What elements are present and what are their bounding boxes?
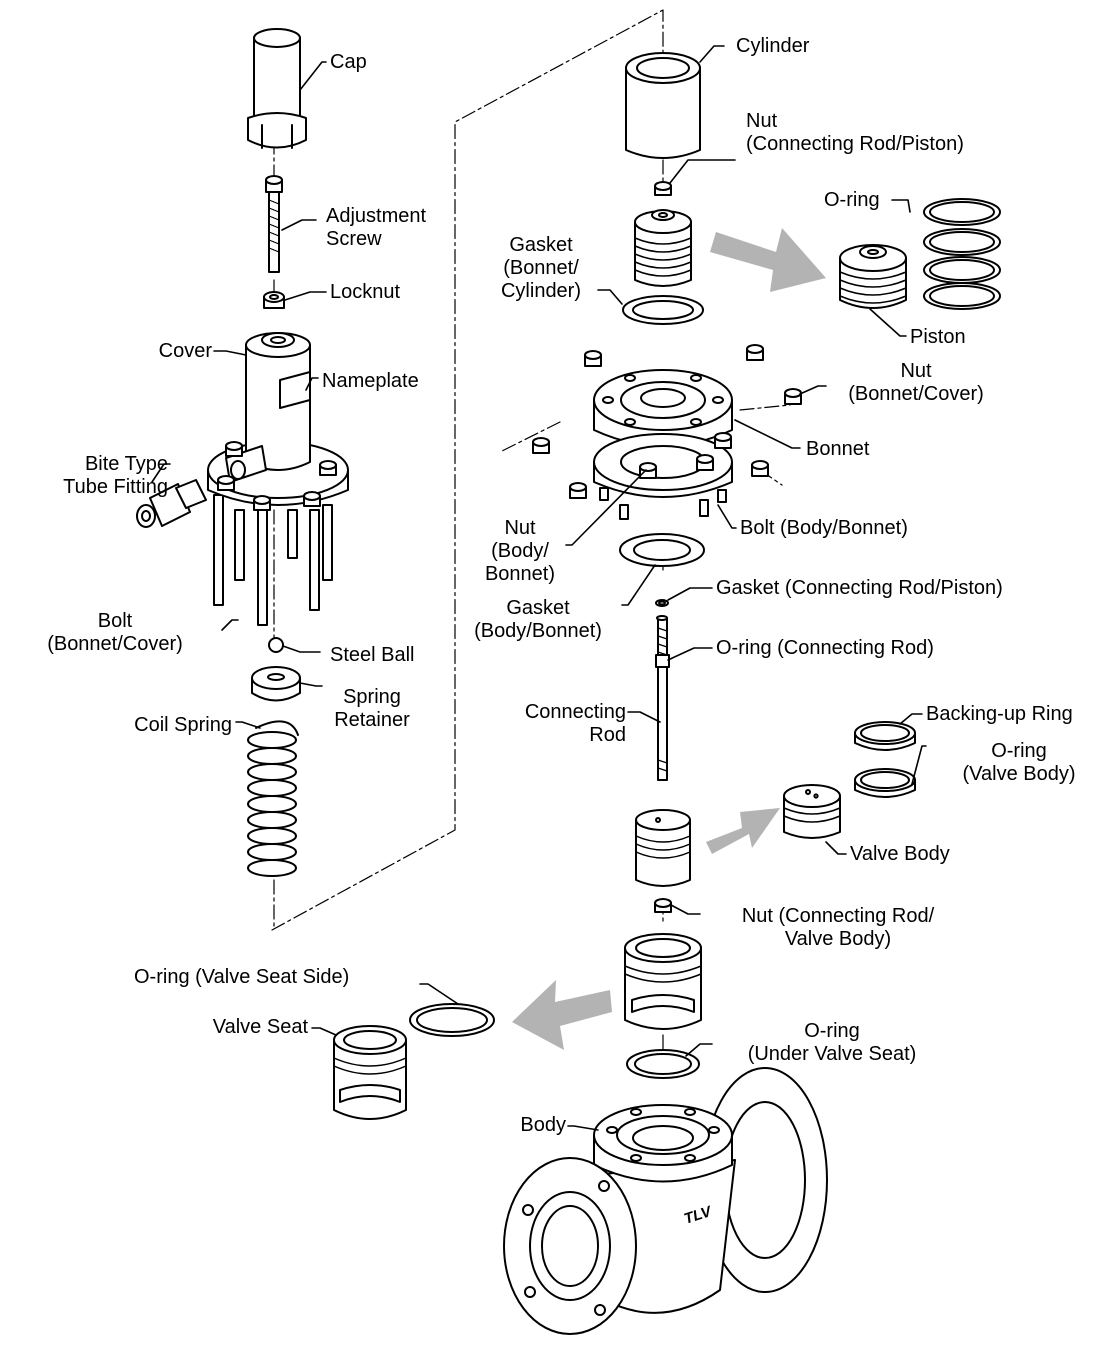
- label-steel-ball: Steel Ball: [330, 644, 415, 666]
- leader-lines: [151, 45, 927, 1131]
- label-nameplate: Nameplate: [322, 370, 419, 392]
- backing-ring-part: [854, 721, 916, 751]
- label-cover: Cover: [158, 340, 212, 362]
- piston-detail-part: [839, 244, 907, 309]
- gasket-bonnet-cylinder-part: [622, 295, 704, 325]
- label-nut-body-bonnet: Nut (Body/ Bonnet): [484, 517, 556, 585]
- spring-retainer-part: [251, 666, 301, 702]
- label-oring-piston: O-ring: [824, 189, 880, 211]
- label-bolt-bonnet-cover: Bolt (Bonnet/Cover): [47, 610, 183, 655]
- label-oring-valve-body: O-ring (Valve Body): [962, 740, 1076, 785]
- label-bolt-body-bonnet: Bolt (Body/Bonnet): [740, 517, 908, 539]
- bonnet-part: [593, 369, 733, 520]
- label-cap: Cap: [330, 51, 367, 73]
- body-part: TLV: [503, 1067, 828, 1335]
- label-nut-connecting-rod-piston: Nut (Connecting Rod/Piston): [746, 110, 964, 155]
- tube-fitting-part: [136, 479, 207, 528]
- oring-under-seat-part: [626, 1049, 700, 1079]
- bonnet-nuts-part: [532, 344, 802, 499]
- label-coil-spring: Coil Spring: [134, 714, 232, 736]
- nut-rod-valve-body-part: [654, 898, 672, 913]
- nut-rod-piston-part: [654, 181, 672, 196]
- locknut-part: [263, 291, 285, 309]
- valve-body-detail-part: [783, 784, 841, 839]
- piston-center-part: [634, 209, 692, 287]
- connecting-rod-part: [655, 615, 670, 781]
- label-oring-under-valve-seat: O-ring (Under Valve Seat): [747, 1020, 917, 1065]
- label-bonnet: Bonnet: [806, 438, 870, 460]
- oring-seat-side-part: [409, 1003, 495, 1037]
- piston-orings-part: [923, 198, 1001, 310]
- label-gasket-bonnet-cylinder: Gasket (Bonnet/ Cylinder): [500, 234, 582, 302]
- label-nut-bonnet-cover: Nut (Bonnet/Cover): [848, 360, 984, 405]
- label-gasket-connecting-rod-piston: Gasket (Connecting Rod/Piston): [716, 577, 1003, 599]
- cover-part: [207, 332, 349, 511]
- valve-body-center-part: [635, 809, 691, 887]
- cylinder-part: [625, 52, 701, 159]
- label-bite-type-tube-fitting: Bite Type Tube Fitting: [63, 453, 168, 498]
- arrow-to-valve-body: [706, 808, 780, 854]
- cap-part: [247, 28, 307, 149]
- label-gasket-body-bonnet: Gasket (Body/Bonnet): [474, 597, 602, 642]
- valve-seat-left-part: [333, 1025, 407, 1120]
- oring-valve-body-part: [854, 768, 916, 798]
- label-adjustment-screw: Adjustment Screw: [326, 205, 427, 250]
- cover-bolts-part: [213, 494, 333, 626]
- arrow-to-valve-seat: [512, 980, 612, 1050]
- valve-seat-center-part: [624, 933, 702, 1030]
- label-oring-valve-seat-side: O-ring (Valve Seat Side): [134, 966, 350, 988]
- label-connecting-rod: Connecting Rod: [524, 701, 626, 746]
- steel-ball-part: [268, 637, 284, 653]
- label-nut-connecting-rod-valve-body: Nut (Connecting Rod/ Valve Body): [741, 905, 935, 950]
- label-piston: Piston: [910, 326, 966, 348]
- label-body: Body: [520, 1114, 566, 1136]
- label-backing-up-ring: Backing-up Ring: [926, 703, 1073, 725]
- label-locknut: Locknut: [330, 281, 401, 303]
- gasket-body-bonnet-part: [619, 533, 705, 567]
- label-valve-seat: Valve Seat: [212, 1016, 308, 1038]
- arrow-to-piston: [710, 228, 826, 292]
- gasket-rod-piston-part: [655, 599, 669, 607]
- label-oring-connecting-rod: O-ring (Connecting Rod): [716, 637, 934, 659]
- label-spring-retainer: Spring Retainer: [334, 686, 410, 731]
- direction-arrows: [512, 228, 826, 1050]
- label-cylinder: Cylinder: [736, 35, 810, 57]
- adjustment-screw-part: [265, 175, 283, 273]
- label-valve-body: Valve Body: [850, 843, 950, 865]
- coil-spring-part: [247, 720, 299, 877]
